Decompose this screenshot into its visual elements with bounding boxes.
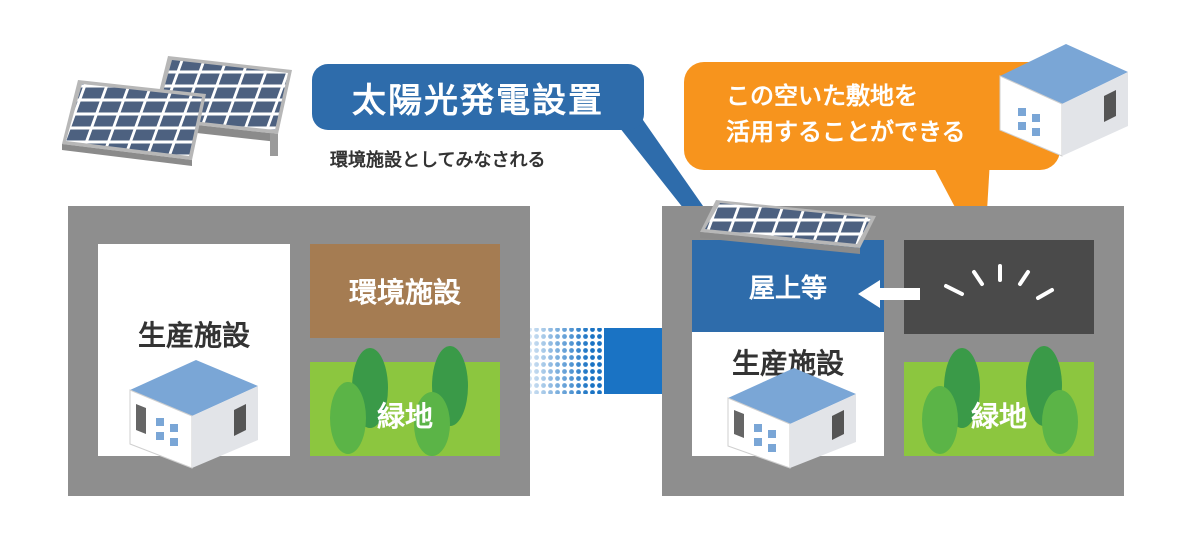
arrow-left-icon	[858, 280, 920, 308]
tree-icon-after	[922, 346, 1078, 454]
solar-panel-icon	[62, 56, 292, 166]
vacant-line-2: 活用することができる	[726, 118, 966, 146]
before-environment-block: 環境施設	[310, 244, 500, 338]
building-icon-top-right	[999, 44, 1128, 157]
tree-group-after	[922, 346, 1078, 454]
vacant-line-1: この空いた敷地を	[726, 82, 918, 110]
before-green-label: 緑地	[376, 400, 433, 433]
after-rooftop-block: 屋上等	[692, 240, 884, 332]
solar-subtitle: 環境施設としてみなされる	[330, 150, 546, 171]
after-rooftop-label: 屋上等	[748, 273, 827, 304]
vacant-land-bubble: この空いた敷地を 活用することができる	[684, 62, 1060, 170]
before-environment-label: 環境施設	[348, 276, 461, 309]
vacant-land-block	[904, 240, 1094, 334]
after-green-label: 緑地	[970, 400, 1027, 433]
before-production-label: 生産施設	[137, 319, 250, 352]
building-icon	[129, 360, 258, 469]
solar-title-bubble: 太陽光発電設置	[312, 64, 644, 130]
rooftop-solar-panel-icon	[700, 200, 876, 254]
before-green-label-box: 緑地	[310, 390, 500, 440]
after-green-label-box: 緑地	[904, 390, 1094, 440]
sparkle-icon	[944, 264, 1054, 300]
tree-icon	[330, 346, 468, 456]
tree-group-before	[330, 346, 468, 456]
building-icon-after	[727, 368, 856, 469]
